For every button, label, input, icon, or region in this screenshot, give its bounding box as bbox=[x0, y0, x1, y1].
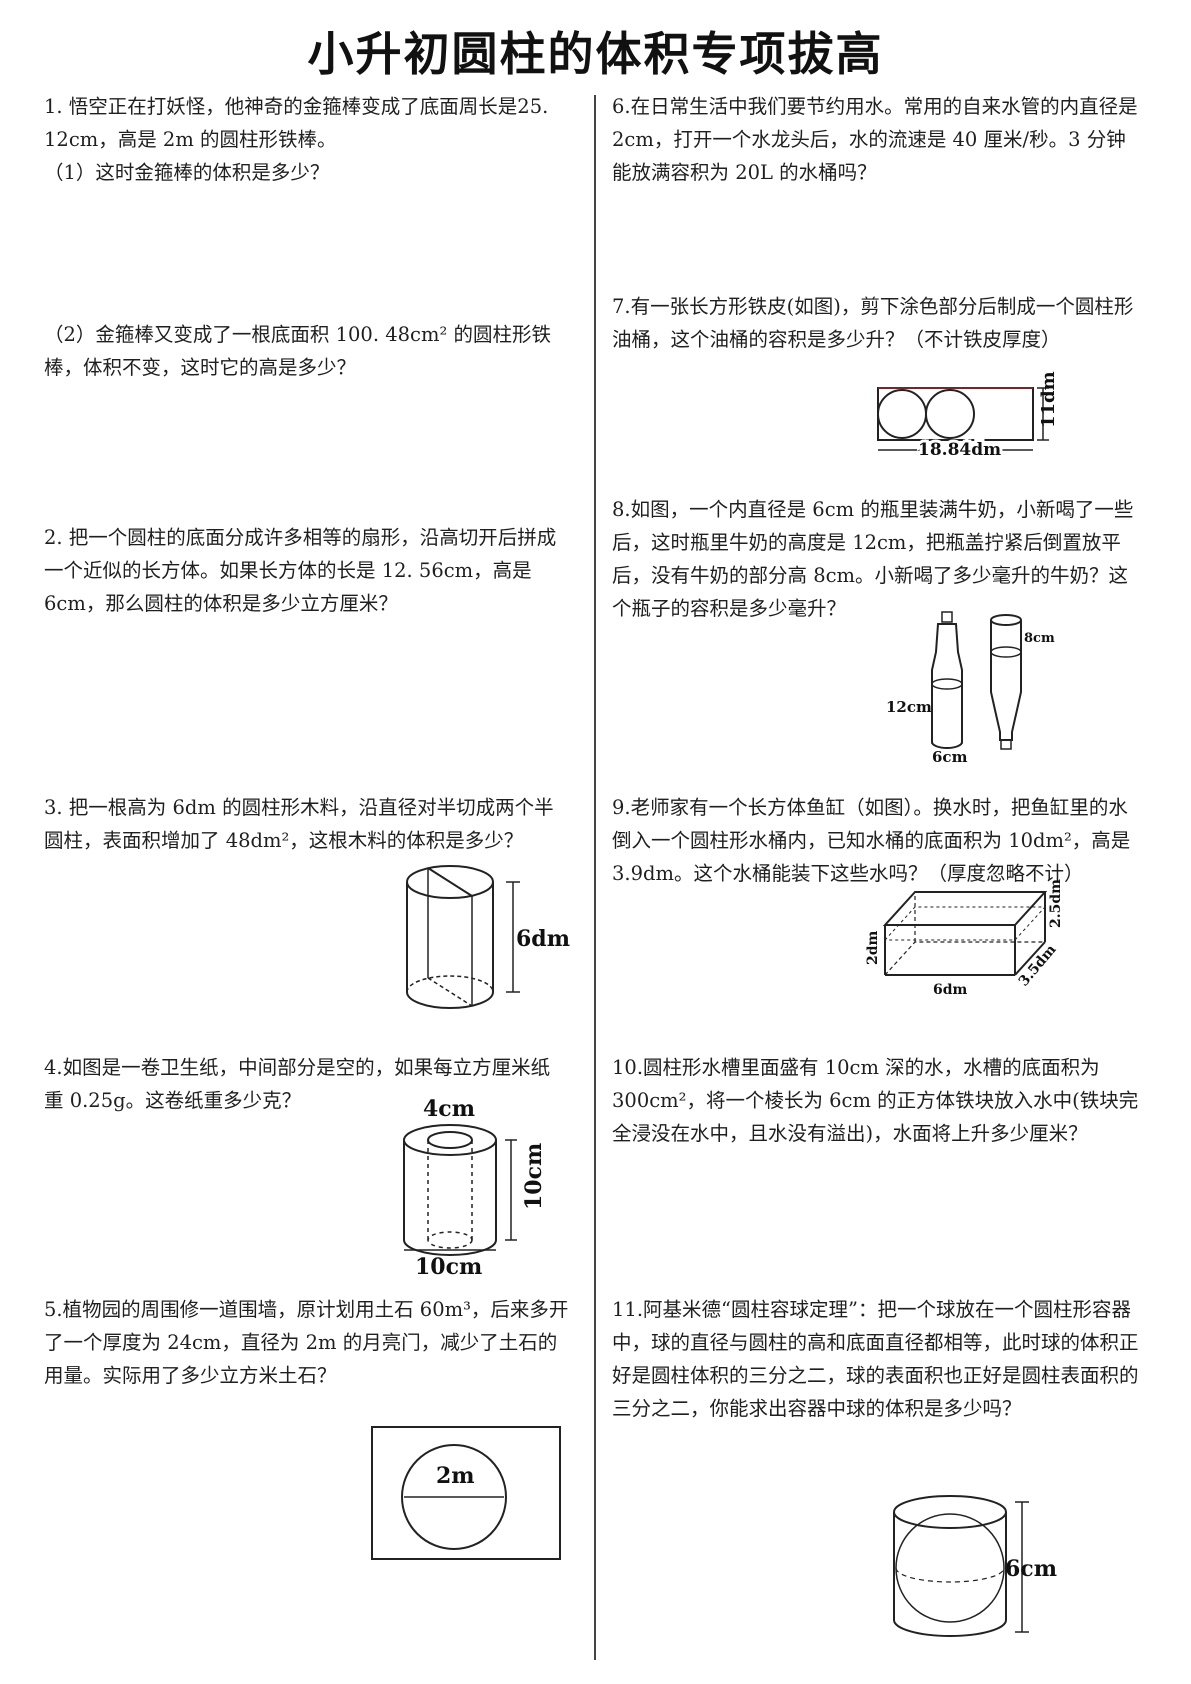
question-7-width-label: 18.84dm bbox=[918, 440, 1001, 460]
question-7: 7.有一张长方形铁皮(如图)，剪下涂色部分后制成一个圆柱形油桶，这个油桶的容积是… bbox=[612, 290, 1144, 356]
page-title: 小升初圆柱的体积专项拔高 bbox=[307, 27, 884, 81]
question-10: 10.圆柱形水槽里面盛有 10cm 深的水，水槽的底面积为 300cm²，将一个… bbox=[612, 1051, 1144, 1150]
question-7-height-label: 11dm bbox=[1038, 371, 1059, 428]
question-4-roll-figure: 4cm 10cm 10cm bbox=[403, 1096, 547, 1280]
question-11-text: 11.阿基米德“圆柱容球定理”：把一个球放在一个圆柱形容器中，球的直径与圆柱的高… bbox=[612, 1298, 1139, 1420]
question-8-bottle-figure: 12cm 6cm 8cm bbox=[886, 611, 1055, 766]
question-11-sphere-cylinder-figure: 6cm bbox=[893, 1495, 1057, 1637]
question-4-bottom-label: 10cm bbox=[415, 1254, 482, 1280]
question-11-height-label: 6cm bbox=[1005, 1556, 1057, 1582]
question-8: 8.如图，一个内直径是 6cm 的瓶里装满牛奶，小新喝了一些后，这时瓶里牛奶的高… bbox=[612, 493, 1144, 625]
question-1: 1. 悟空正在打妖怪，他神奇的金箍棒变成了底面周长是25. 12cm，高是 2m… bbox=[44, 90, 569, 189]
question-9-depth-label: 2.5dm bbox=[1048, 879, 1064, 928]
question-7-text: 7.有一张长方形铁皮(如图)，剪下涂色部分后制成一个圆柱形油桶，这个油桶的容积是… bbox=[612, 295, 1134, 351]
question-11: 11.阿基米德“圆柱容球定理”：把一个球放在一个圆柱形容器中，球的直径与圆柱的高… bbox=[612, 1293, 1144, 1425]
question-6-text: 6.在日常生活中我们要节约用水。常用的自来水管的内直径是 2cm，打开一个水龙头… bbox=[612, 95, 1138, 184]
question-2: 2. 把一个圆柱的底面分成许多相等的扇形，沿高切开后拼成一个近似的长方体。如果长… bbox=[44, 521, 569, 620]
question-2-text: 2. 把一个圆柱的底面分成许多相等的扇形，沿高切开后拼成一个近似的长方体。如果长… bbox=[44, 526, 557, 615]
question-8-text: 8.如图，一个内直径是 6cm 的瓶里装满牛奶，小新喝了一些后，这时瓶里牛奶的高… bbox=[612, 498, 1134, 620]
question-5-diameter-label: 2m bbox=[436, 1463, 475, 1489]
question-10-text: 10.圆柱形水槽里面盛有 10cm 深的水，水槽的底面积为 300cm²，将一个… bbox=[612, 1056, 1139, 1145]
question-5: 5.植物园的周围修一道围墙，原计划用土石 60m³，后来多开了一个厚度为 24c… bbox=[44, 1293, 569, 1392]
question-9-height-label: 2dm bbox=[865, 930, 881, 965]
question-4-top-label: 4cm bbox=[423, 1096, 475, 1122]
column-divider bbox=[594, 95, 596, 1660]
question-1-sub1: （1）这时金箍棒的体积是多少？ bbox=[44, 161, 330, 184]
question-8-height-label: 12cm bbox=[886, 698, 932, 716]
question-6: 6.在日常生活中我们要节约用水。常用的自来水管的内直径是 2cm，打开一个水龙头… bbox=[612, 90, 1144, 189]
question-9: 9.老师家有一个长方体鱼缸（如图）。换水时，把鱼缸里的水倒入一个圆柱形水桶内，已… bbox=[612, 791, 1144, 890]
question-4-height-label: 10cm bbox=[521, 1143, 547, 1210]
question-4-text: 4.如图是一卷卫生纸，中间部分是空的，如果每立方厘米纸重 0.25g。这卷纸重多… bbox=[44, 1056, 551, 1112]
question-1-text: 1. 悟空正在打妖怪，他神奇的金箍棒变成了底面周长是25. 12cm，高是 2m… bbox=[44, 95, 549, 151]
question-1-part2: （2）金箍棒又变成了一根底面积 100. 48cm² 的圆柱形铁棒，体积不变，这… bbox=[44, 318, 569, 384]
question-5-text: 5.植物园的周围修一道围墙，原计划用土石 60m³，后来多开了一个厚度为 24c… bbox=[44, 1298, 569, 1387]
question-7-sheet-figure: 11dm 18.84dm bbox=[877, 371, 1059, 463]
question-4: 4.如图是一卷卫生纸，中间部分是空的，如果每立方厘米纸重 0.25g。这卷纸重多… bbox=[44, 1051, 569, 1117]
question-9-text: 9.老师家有一个长方体鱼缸（如图）。换水时，把鱼缸里的水倒入一个圆柱形水桶内，已… bbox=[612, 796, 1131, 885]
question-5-wall-figure: 2m bbox=[371, 1426, 561, 1560]
question-1-sub2: （2）金箍棒又变成了一根底面积 100. 48cm² 的圆柱形铁棒，体积不变，这… bbox=[44, 323, 551, 379]
question-3: 3. 把一根高为 6dm 的圆柱形木料，沿直径对半切成两个半圆柱，表面积增加了 … bbox=[44, 791, 569, 857]
question-3-cylinder-figure: 6dm bbox=[406, 865, 570, 1009]
question-3-height-label: 6dm bbox=[516, 926, 570, 952]
question-3-text: 3. 把一根高为 6dm 的圆柱形木料，沿直径对半切成两个半圆柱，表面积增加了 … bbox=[44, 796, 554, 852]
question-9-tank-figure: 6dm 3.5dm 2dm 2.5dm bbox=[865, 879, 1064, 998]
question-8-top-label: 8cm bbox=[1024, 631, 1055, 646]
question-8-diameter-label: 6cm bbox=[932, 748, 968, 766]
question-9-length-label: 6dm bbox=[933, 982, 968, 998]
